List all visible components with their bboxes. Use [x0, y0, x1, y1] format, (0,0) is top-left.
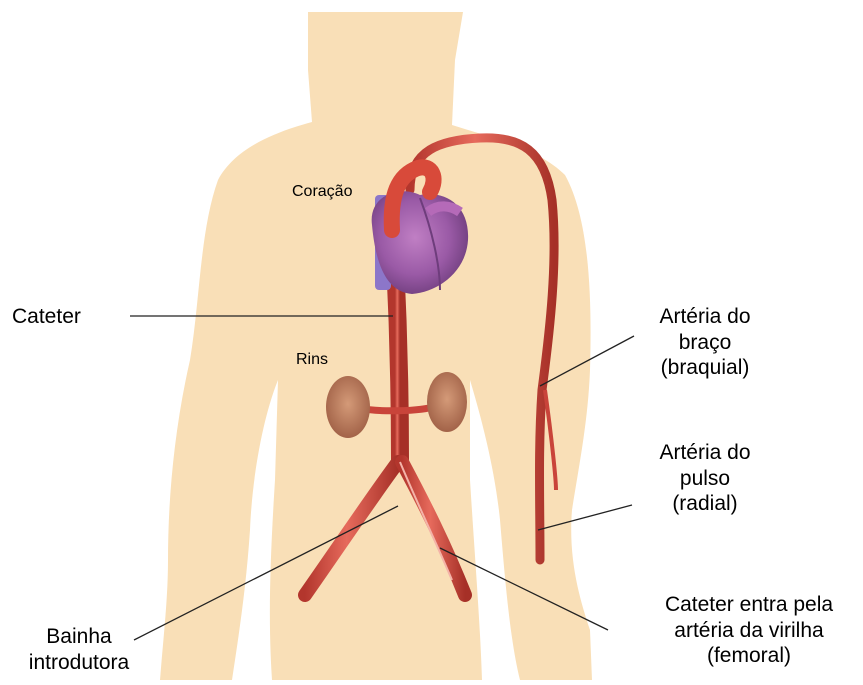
- label-bainha: Bainha introdutora: [4, 624, 154, 675]
- left-kidney: [326, 376, 370, 438]
- label-cateter-entra: Cateter entra pela artéria da virilha (f…: [640, 592, 858, 669]
- body-silhouette: [160, 12, 592, 680]
- label-arteria-pulso: Artéria do pulso (radial): [640, 440, 770, 517]
- label-cateter: Cateter: [12, 304, 81, 330]
- label-coracao: Coração: [292, 182, 352, 202]
- right-kidney: [427, 372, 467, 432]
- label-arteria-braco: Artéria do braço (braquial): [640, 304, 770, 381]
- label-rins: Rins: [296, 350, 328, 370]
